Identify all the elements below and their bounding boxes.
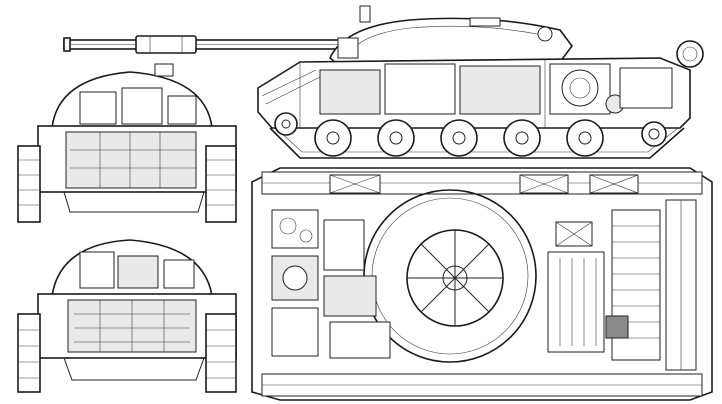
- gun-barrel: [63, 35, 345, 54]
- rear-internal-components: [67, 251, 197, 353]
- external-drum: [676, 40, 704, 68]
- rear-tracks: [17, 313, 237, 393]
- front-tracks: [17, 145, 237, 223]
- front-internal-components: [70, 87, 197, 188]
- road-wheels: [274, 112, 667, 157]
- top-section-view: [251, 167, 713, 401]
- turret-ring: [363, 189, 537, 363]
- top-view-engine-compartment: [547, 199, 697, 371]
- rear-section-view: [17, 239, 237, 393]
- side-view: [63, 5, 704, 159]
- side-internal-components: [319, 63, 673, 115]
- top-view-hatches: [329, 174, 639, 247]
- top-view-driver-compartment: [271, 209, 391, 359]
- turret: [329, 5, 573, 67]
- front-section-view: [17, 63, 237, 223]
